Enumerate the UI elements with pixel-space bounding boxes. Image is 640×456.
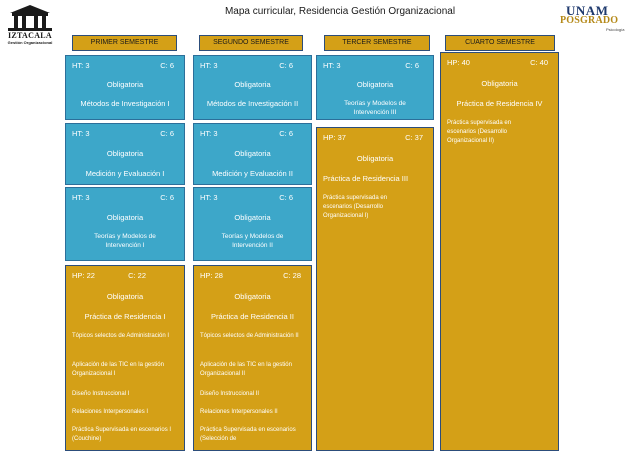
hours-label: HT: 3	[72, 129, 90, 138]
semester-header-3: TERCER SEMESTRE	[324, 35, 430, 51]
course-name: Práctica de Residencia II	[211, 312, 294, 321]
course-card: HT: 3 C: 6 Obligatoria Métodos de Invest…	[193, 55, 312, 120]
course-card: HT: 3 C: 6 Obligatoria Teorías y Modelos…	[65, 187, 185, 261]
practice-description: Práctica supervisada en escenarios (Desa…	[323, 195, 388, 219]
course-type: Obligatoria	[234, 213, 271, 222]
course-type: Obligatoria	[356, 80, 394, 89]
credits-label: C: 6	[160, 61, 174, 70]
course-name: Métodos de Investigación II	[206, 99, 299, 108]
psicologia-label: Psicología	[606, 27, 625, 32]
course-type: Obligatoria	[356, 154, 394, 163]
topic-item: Aplicación de las TIC en la gestión Orga…	[200, 362, 292, 377]
hours-label: HP: 40	[447, 58, 470, 67]
course-name: Práctica de Residencia IV	[456, 99, 543, 108]
iztacala-brand: IZTACALA	[7, 31, 53, 40]
topic-item: Tópicos selectos de Administración II	[200, 333, 299, 339]
hours-label: HP: 37	[323, 133, 346, 142]
topic-item: Aplicación de las TIC en la gestión Orga…	[72, 362, 164, 377]
hours-label: HT: 3	[200, 61, 218, 70]
course-card: HT: 3 C: 6 Obligatoria Métodos de Invest…	[65, 55, 185, 120]
unam-posgrado-logo: UNAM POSGRADO Psicología	[558, 3, 638, 35]
credits-label: C: 28	[283, 271, 301, 280]
credits-label: C: 6	[279, 193, 293, 202]
course-name: Medición y Evaluación I	[85, 169, 165, 178]
course-card: HT: 3 C: 6 Obligatoria Teorías y Modelos…	[316, 55, 434, 120]
credits-label: C: 22	[128, 271, 146, 280]
hours-label: HT: 3	[200, 193, 218, 202]
semester-header-2: SEGUNDO SEMESTRE	[199, 35, 303, 51]
semester-header-4: CUARTO SEMESTRE	[445, 35, 555, 51]
course-type: Obligatoria	[481, 79, 518, 88]
course-type: Obligatoria	[234, 292, 271, 301]
iztacala-building-icon	[8, 5, 52, 31]
hours-label: HT: 3	[72, 61, 90, 70]
credits-label: C: 6	[160, 193, 174, 202]
practice-card: HP: 22 C: 22 Obligatoria Práctica de Res…	[65, 265, 185, 451]
topic-item: Práctica Supervisada en escenarios I (Co…	[72, 427, 172, 442]
course-card: HT: 3 C: 6 Obligatoria Teorías y Modelos…	[193, 187, 312, 261]
credits-label: C: 6	[160, 129, 174, 138]
topic-item: Práctica Supervisada en escenarios (Sele…	[200, 427, 296, 442]
practice-card: HP: 37 C: 37 Obligatoria Práctica de Res…	[316, 127, 434, 451]
course-type: Obligatoria	[106, 149, 144, 158]
course-type: Obligatoria	[234, 149, 271, 158]
course-type: Obligatoria	[234, 80, 271, 89]
topic-item: Relaciones Interpersonales I	[72, 409, 149, 415]
hours-label: HP: 22	[72, 271, 95, 280]
course-name: Métodos de Investigación I	[80, 99, 170, 108]
practice-card: HP: 28 C: 28 Obligatoria Práctica de Res…	[193, 265, 312, 451]
practice-description: Práctica supervisada en escenarios (Desa…	[447, 120, 512, 144]
topic-item: Diseño Instruccional I	[72, 391, 130, 397]
course-type: Obligatoria	[106, 80, 144, 89]
hours-label: HT: 3	[200, 129, 218, 138]
iztacala-subtitle: Gestión Organizacional	[7, 40, 53, 45]
topic-item: Tópicos selectos de Administración I	[72, 333, 170, 339]
course-card: HT: 3 C: 6 Obligatoria Medición y Evalua…	[193, 123, 312, 185]
course-type: Obligatoria	[106, 292, 144, 301]
credits-label: C: 40	[530, 58, 548, 67]
page-title: Mapa curricular, Residencia Gestión Orga…	[224, 6, 456, 17]
course-name: Práctica de Residencia III	[323, 174, 409, 183]
credits-label: C: 6	[279, 129, 293, 138]
hours-label: HT: 3	[72, 193, 90, 202]
hours-label: HT: 3	[323, 61, 341, 70]
course-name: Medición y Evaluación II	[212, 169, 293, 178]
course-name: Teorías y Modelos de Intervención I	[94, 233, 156, 249]
course-name: Teorías y Modelos de Intervención II	[221, 233, 284, 249]
unam-brand: UNAM	[566, 3, 609, 18]
course-type: Obligatoria	[106, 213, 144, 222]
iztacala-logo: IZTACALA Gestión Organizacional	[4, 3, 56, 45]
credits-label: C: 6	[279, 61, 293, 70]
course-card: HT: 3 C: 6 Obligatoria Medición y Evalua…	[65, 123, 185, 185]
topic-item: Relaciones Interpersonales II	[200, 409, 278, 415]
credits-label: C: 37	[405, 133, 423, 142]
course-name: Práctica de Residencia I	[84, 312, 166, 321]
practice-card: HP: 40 C: 40 Obligatoria Práctica de Res…	[440, 52, 559, 451]
topic-item: Diseño Instruccional II	[200, 391, 260, 397]
course-name: Teorías y Modelos de Intervención III	[344, 100, 406, 116]
posgrado-brand: POSGRADO	[560, 15, 619, 26]
semester-header-1: PRIMER SEMESTRE	[72, 35, 177, 51]
credits-label: C: 6	[405, 61, 419, 70]
hours-label: HP: 28	[200, 271, 223, 280]
